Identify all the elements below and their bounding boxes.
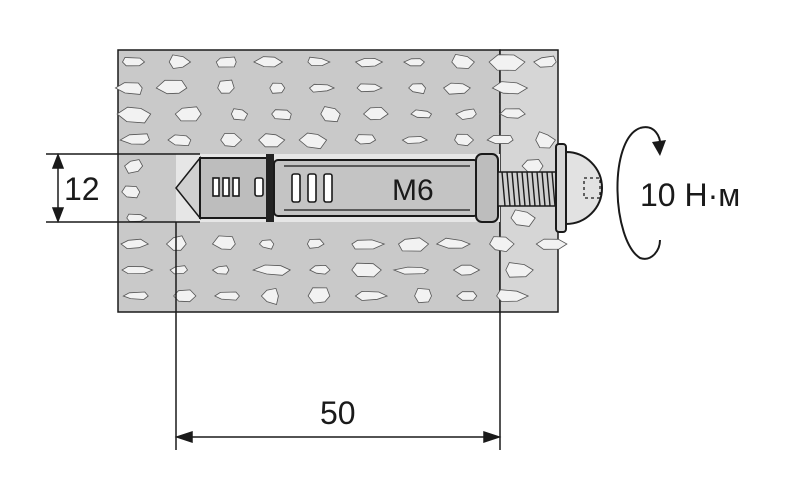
stone-chip [414, 287, 432, 304]
stone-chip [442, 82, 471, 95]
stone-chip [489, 236, 515, 253]
stone-chip [211, 235, 236, 250]
stone-chip [535, 238, 568, 250]
stone-chip [362, 106, 389, 121]
bolt-washer [555, 143, 567, 233]
thread-line [531, 171, 536, 207]
thread-line [511, 171, 516, 207]
stone-chip [169, 265, 189, 275]
thread-line [516, 171, 521, 207]
stone-chip [354, 134, 377, 145]
stone-chip [499, 108, 526, 119]
bolt [497, 143, 603, 233]
stone-chip [351, 239, 386, 250]
stone-chip [122, 291, 149, 300]
stone-chip [435, 237, 471, 249]
thread-line [536, 171, 541, 207]
stone-chip [269, 82, 286, 94]
diameter-dimension [46, 152, 200, 224]
hole-diameter-label: 12 [64, 171, 100, 207]
stone-chip [456, 291, 478, 301]
anchor-collar [475, 153, 499, 223]
stone-chip [173, 289, 197, 303]
stone-chip [168, 54, 192, 69]
stone-chip [298, 132, 328, 150]
stone-chip [309, 264, 331, 275]
stone-chip [454, 133, 475, 147]
expansion-anchor: M6 [175, 153, 499, 223]
stone-chip [120, 238, 150, 250]
stone-chip [155, 79, 188, 95]
torque-indicator: 10 Н·м [616, 126, 740, 260]
thread-line [521, 171, 526, 207]
thread-line [526, 171, 531, 207]
stone-chip [116, 106, 152, 124]
stone-chip [401, 136, 429, 144]
stone-chip [354, 290, 389, 301]
stone-chip [124, 159, 144, 174]
stone-chip [410, 109, 433, 119]
stone-chip [351, 262, 382, 278]
bolt-thread [501, 171, 556, 207]
stone-chip [230, 108, 249, 121]
stone-chip [119, 133, 150, 145]
stone-chip [252, 264, 292, 276]
thread-line [506, 171, 511, 207]
stone-chip [320, 106, 341, 123]
stone-chip [213, 291, 240, 301]
anchor-cone-ring [266, 154, 274, 222]
stone-chip [307, 56, 331, 66]
torque-label: 10 Н·м [640, 177, 740, 213]
stone-chip [354, 57, 384, 68]
stone-chip [174, 106, 202, 122]
stone-chip [253, 56, 284, 68]
stone-chip [211, 265, 230, 275]
stone-chip [356, 83, 383, 93]
torque-arrow-icon [616, 127, 661, 260]
stone-chip [114, 82, 143, 95]
stone-chip [535, 131, 556, 149]
torque-arrowhead-icon [652, 140, 666, 156]
stone-chip [167, 134, 192, 147]
stone-chip [308, 83, 336, 93]
stone-chip [220, 133, 243, 148]
stone-chip [455, 108, 477, 120]
stone-chip [533, 55, 557, 68]
stone-chip [306, 238, 325, 249]
stone-chip [403, 58, 426, 67]
anchor-slots-main [291, 173, 333, 203]
anchor-main-sleeve [273, 159, 479, 217]
stone-chip [122, 57, 146, 67]
stone-chip [121, 266, 154, 275]
bolt-head-socket [583, 177, 601, 199]
stone-chip [397, 237, 430, 252]
stone-chip [392, 266, 430, 275]
stone-chip [217, 79, 235, 94]
anchor-slots-front [212, 177, 264, 197]
stone-chip [260, 287, 279, 306]
stone-chip [491, 81, 529, 95]
stone-chip [451, 53, 475, 69]
stone-chip [408, 83, 426, 95]
stone-chip [271, 109, 292, 121]
depth-label: 50 [320, 395, 356, 431]
stone-chip [452, 264, 481, 276]
stone-chip [121, 185, 141, 199]
stone-chip [488, 54, 526, 71]
stone-chip [215, 56, 237, 68]
stone-chip [505, 262, 534, 278]
stone-chip [258, 133, 286, 148]
thread-line [501, 171, 506, 207]
stone-chip [307, 287, 331, 304]
thread-line [541, 171, 546, 207]
stone-chip [258, 239, 275, 250]
stone-chip [496, 289, 530, 303]
bolt-thread-label: M6 [392, 174, 434, 207]
thread-line [546, 171, 551, 207]
thread-line [551, 171, 556, 207]
stone-chip [510, 209, 536, 227]
stone-chip [486, 134, 514, 145]
depth-dimension [174, 222, 502, 450]
